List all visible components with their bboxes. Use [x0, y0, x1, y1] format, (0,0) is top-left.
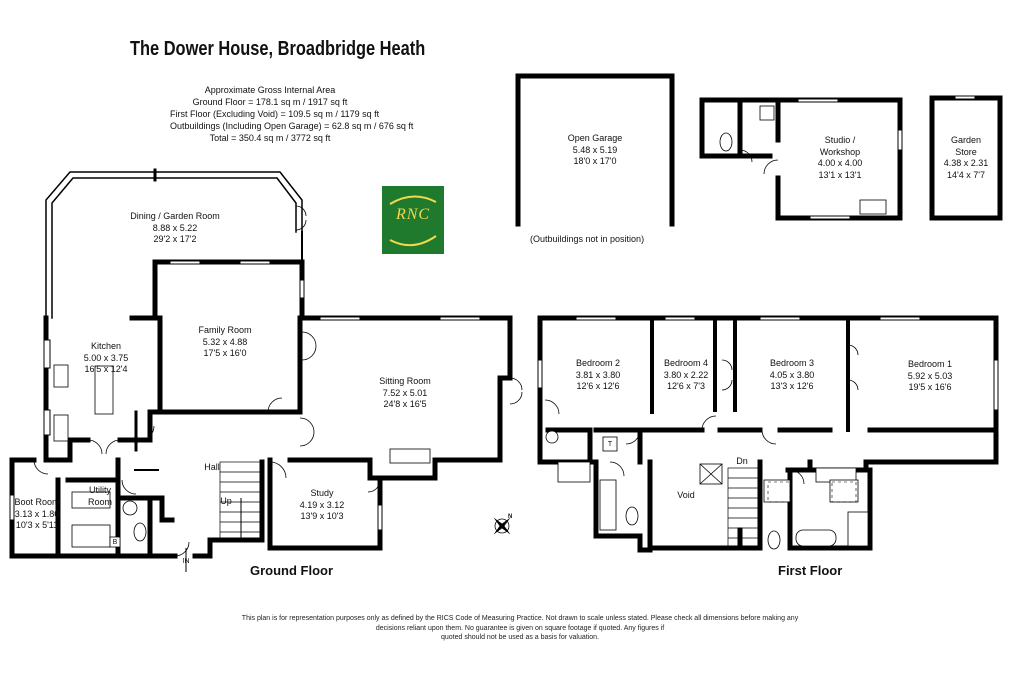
compass-north-label: N	[508, 514, 513, 520]
area-first: First Floor (Excluding Void) = 109.5 sq …	[170, 109, 380, 119]
family-room-walls	[129, 231, 513, 481]
kitchen-island	[94, 365, 114, 415]
skylights	[767, 481, 857, 503]
area-ground: Ground Floor = 178.1 sq m / 1917 sq ft	[192, 97, 348, 107]
disclaimer-line-2: decisions reliant upon them. No guarante…	[375, 624, 665, 632]
room-hall: Hall	[204, 462, 220, 472]
compass-icon: N	[488, 512, 516, 540]
tank-marker: T	[607, 441, 613, 448]
garage-walls	[515, 73, 675, 227]
windows	[9, 95, 999, 531]
dining-room-walls	[45, 168, 303, 319]
outbuildings-note: (Outbuildings not in position)	[530, 234, 645, 244]
stairs-up-marker: Up	[220, 496, 232, 506]
page-title: The Dower House, Broadbridge Heath	[130, 38, 426, 60]
area-outbuildings: Outbuildings (Including Open Garage) = 6…	[170, 121, 414, 131]
boiler-marker: B	[112, 539, 118, 546]
area-summary: Approximate Gross Internal Area Ground F…	[170, 84, 414, 144]
doors	[33, 149, 859, 557]
disclaimer-line-3: quoted should not be used as a basis for…	[441, 634, 599, 641]
staircases	[185, 461, 759, 572]
disclaimer-line-1: This plan is for representation purposes…	[241, 615, 799, 622]
fixtures	[53, 105, 887, 550]
disclaimer: This plan is for representation purposes…	[240, 614, 800, 643]
ground-floor-label: Ground Floor	[250, 563, 334, 578]
logo-swoosh-icon	[389, 195, 437, 247]
room-void: Void	[677, 490, 695, 500]
stairs-down-marker: Dn	[736, 456, 748, 466]
logo-text: RNC	[395, 206, 431, 223]
first-floor-label: First Floor	[778, 563, 843, 578]
store-walls	[929, 95, 1003, 221]
area-total: Total = 350.4 sq m / 3772 sq ft	[209, 133, 331, 143]
area-heading: Approximate Gross Internal Area	[204, 85, 336, 95]
entrance-marker: IN	[182, 558, 190, 565]
agent-logo: RNC	[382, 186, 444, 254]
